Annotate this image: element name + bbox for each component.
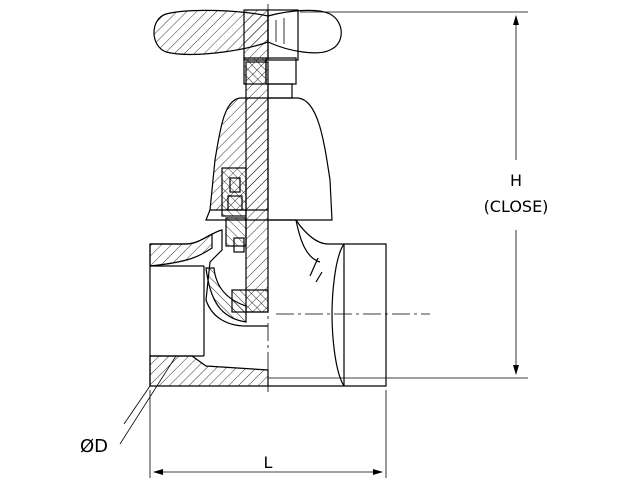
dimension-diameter: ØD [80,355,177,457]
valve-body-right [268,219,387,387]
seat-washer [231,289,269,313]
diameter-label: ØD [80,436,108,457]
handle [153,9,342,55]
height-label: H [510,171,522,190]
packing [221,167,247,253]
dimension-length: L [149,390,387,478]
stem [245,61,269,313]
dimension-height: H (CLOSE) [268,11,549,379]
length-label: L [264,453,273,472]
center-lines [267,4,430,392]
height-note: (CLOSE) [484,197,549,216]
